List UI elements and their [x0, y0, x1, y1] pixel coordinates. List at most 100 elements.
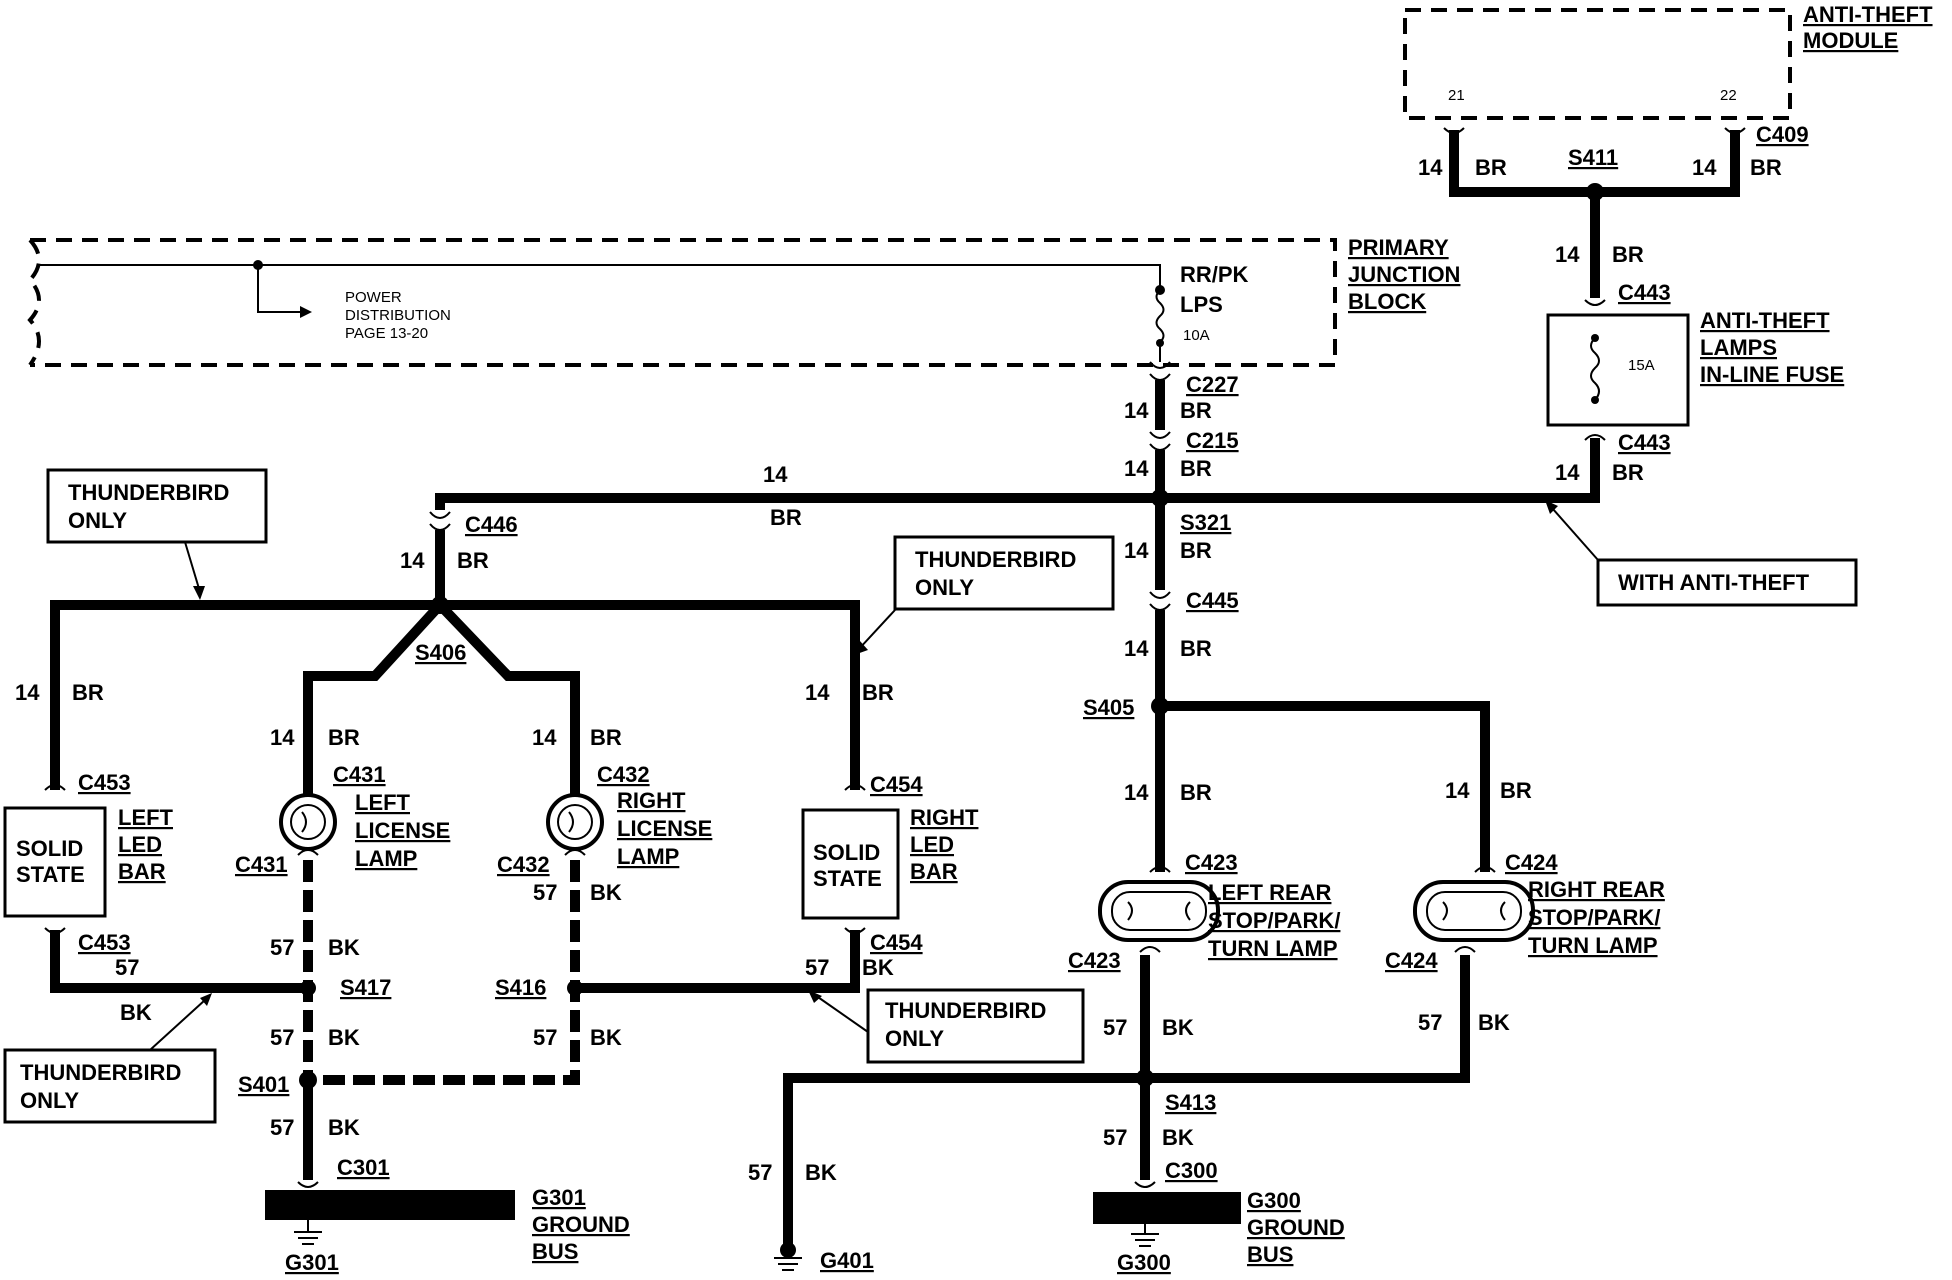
svg-text:BAR: BAR — [910, 859, 958, 884]
svg-text:BR: BR — [770, 505, 802, 530]
svg-text:57: 57 — [1103, 1015, 1127, 1040]
svg-text:IN-LINE FUSE: IN-LINE FUSE — [1700, 362, 1844, 387]
svg-text:C423: C423 — [1185, 850, 1238, 875]
svg-text:S416: S416 — [495, 975, 546, 1000]
svg-text:LEFT: LEFT — [355, 790, 411, 815]
svg-text:14: 14 — [1124, 636, 1149, 661]
svg-text:GROUND: GROUND — [1247, 1215, 1345, 1240]
svg-text:STATE: STATE — [813, 866, 882, 891]
right-license-lamp — [546, 793, 604, 851]
svg-text:57: 57 — [1103, 1125, 1127, 1150]
svg-text:10A: 10A — [1183, 327, 1210, 344]
svg-text:BK: BK — [1162, 1125, 1194, 1150]
svg-text:14: 14 — [805, 680, 830, 705]
svg-text:22: 22 — [1720, 87, 1737, 104]
svg-text:14: 14 — [1124, 398, 1149, 423]
wire-c432-s401 — [308, 860, 580, 1085]
svg-text:BUS: BUS — [532, 1239, 578, 1264]
svg-text:57: 57 — [533, 1025, 557, 1050]
splice-s416 — [567, 980, 583, 996]
svg-text:BK: BK — [590, 1025, 622, 1050]
svg-text:RIGHT: RIGHT — [910, 805, 979, 830]
svg-text:C432: C432 — [597, 762, 650, 787]
svg-text:C424: C424 — [1385, 948, 1438, 973]
svg-text:C454: C454 — [870, 772, 923, 797]
svg-text:LPS: LPS — [1180, 292, 1223, 317]
wire-fuse-to-s321 — [1165, 438, 1600, 503]
svg-text:BR: BR — [1180, 456, 1212, 481]
svg-text:PAGE 13-20: PAGE 13-20 — [345, 325, 428, 342]
svg-text:BK: BK — [1478, 1010, 1510, 1035]
right-led-bar: SOLID STATE — [801, 808, 900, 920]
svg-text:C423: C423 — [1068, 948, 1121, 973]
g401-label: G401 — [820, 1248, 874, 1273]
svg-text:LEFT: LEFT — [118, 805, 174, 830]
svg-text:LICENSE: LICENSE — [355, 818, 450, 843]
svg-text:BR: BR — [328, 725, 360, 750]
svg-text:BR: BR — [1475, 155, 1507, 180]
svg-text:ONLY: ONLY — [68, 508, 127, 533]
svg-text:POWER: POWER — [345, 289, 402, 306]
left-rear-lamp — [1098, 880, 1220, 942]
svg-text:BR: BR — [457, 548, 489, 573]
svg-text:S401: S401 — [238, 1072, 289, 1097]
svg-text:RR/PK: RR/PK — [1180, 262, 1249, 287]
primary-junction-block: POWER DISTRIBUTION PAGE 13-20 RR/PK LPS … — [27, 238, 1337, 367]
svg-text:14: 14 — [1124, 456, 1149, 481]
wire-c424-s413 — [1145, 955, 1470, 1083]
svg-text:14: 14 — [1124, 538, 1149, 563]
svg-text:TURN LAMP: TURN LAMP — [1208, 936, 1338, 961]
wire-s405-c424 — [1160, 701, 1490, 872]
svg-text:ONLY: ONLY — [915, 575, 974, 600]
svg-text:BR: BR — [1612, 460, 1644, 485]
g300-ground-bus — [1093, 1192, 1241, 1224]
svg-text:14: 14 — [763, 462, 788, 487]
wire-s321-c446 — [435, 493, 1160, 510]
svg-text:ONLY: ONLY — [885, 1026, 944, 1051]
svg-text:14: 14 — [1418, 155, 1443, 180]
svg-text:C215: C215 — [1186, 428, 1239, 453]
svg-text:LICENSE: LICENSE — [617, 816, 712, 841]
callout-thunderbird-only-4: THUNDERBIRD ONLY — [808, 988, 1085, 1064]
svg-text:14: 14 — [400, 548, 425, 573]
svg-text:TURN LAMP: TURN LAMP — [1528, 933, 1658, 958]
svg-text:S405: S405 — [1083, 695, 1134, 720]
svg-text:C424: C424 — [1505, 850, 1558, 875]
svg-text:S411: S411 — [1568, 145, 1618, 170]
svg-text:BK: BK — [328, 1025, 360, 1050]
svg-text:14: 14 — [532, 725, 557, 750]
svg-text:57: 57 — [533, 880, 557, 905]
svg-text:LED: LED — [118, 832, 162, 857]
svg-text:57: 57 — [805, 955, 829, 980]
svg-text:SOLID: SOLID — [16, 836, 83, 861]
svg-text:C300: C300 — [1165, 1158, 1218, 1183]
splice-s417 — [300, 980, 316, 996]
svg-text:C443: C443 — [1618, 280, 1671, 305]
svg-text:14: 14 — [1692, 155, 1717, 180]
svg-text:RIGHT: RIGHT — [617, 788, 686, 813]
svg-text:LED: LED — [910, 832, 954, 857]
svg-text:ANTI-THEFT: ANTI-THEFT — [1803, 2, 1933, 27]
svg-text:14: 14 — [270, 725, 295, 750]
callout-thunderbird-only-2: THUNDERBIRD ONLY — [854, 535, 1115, 655]
svg-text:S413: S413 — [1165, 1090, 1216, 1115]
svg-text:BR: BR — [1750, 155, 1782, 180]
svg-text:THUNDERBIRD: THUNDERBIRD — [68, 480, 229, 505]
svg-text:G301: G301 — [532, 1185, 586, 1210]
svg-text:JUNCTION: JUNCTION — [1348, 262, 1460, 287]
svg-text:14: 14 — [1124, 780, 1149, 805]
svg-text:BR: BR — [1180, 780, 1212, 805]
svg-text:BK: BK — [590, 880, 622, 905]
callout-thunderbird-only-3: THUNDERBIRD ONLY — [3, 993, 217, 1124]
svg-text:WITH ANTI-THEFT: WITH ANTI-THEFT — [1618, 570, 1810, 595]
svg-text:BK: BK — [328, 1115, 360, 1140]
c409-connector — [1443, 127, 1746, 134]
svg-text:BK: BK — [328, 935, 360, 960]
svg-text:THUNDERBIRD: THUNDERBIRD — [915, 547, 1076, 572]
wire-s406-left-license — [303, 601, 444, 800]
svg-text:G300: G300 — [1117, 1250, 1171, 1275]
svg-text:BR: BR — [590, 725, 622, 750]
left-led-bar: SOLID STATE — [3, 806, 107, 918]
svg-text:C431: C431 — [235, 852, 288, 877]
